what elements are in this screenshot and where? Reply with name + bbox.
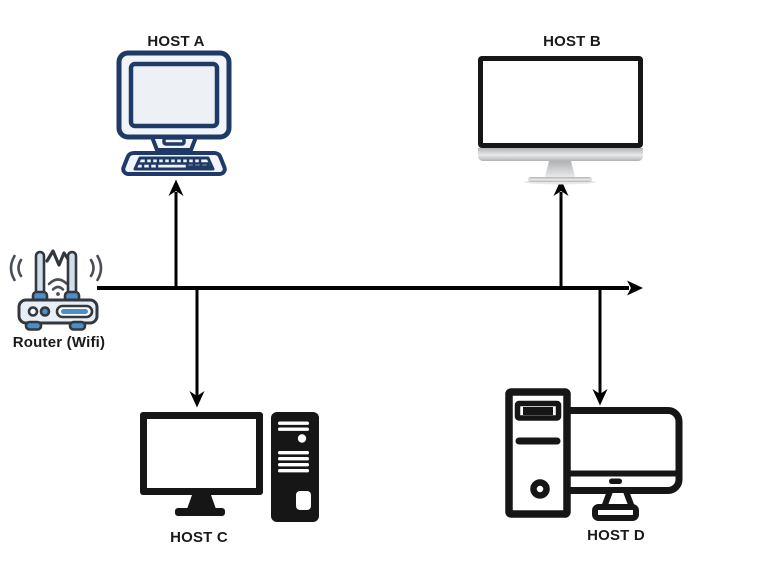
host-a-label: HOST A — [147, 33, 205, 50]
host-d-label: HOST D — [587, 527, 645, 544]
arrowhead-east-icon — [627, 280, 643, 296]
host-b-label: HOST B — [543, 33, 601, 50]
tower-with-monitor-outline-icon — [505, 388, 683, 521]
router-label: Router (Wifi) — [12, 334, 106, 351]
host-c-label: HOST C — [170, 529, 228, 546]
imac-monitor-icon — [478, 56, 643, 185]
monitor-with-tower-icon — [140, 412, 319, 522]
wifi-router-icon — [9, 249, 103, 331]
desktop-computer-icon — [116, 50, 232, 176]
